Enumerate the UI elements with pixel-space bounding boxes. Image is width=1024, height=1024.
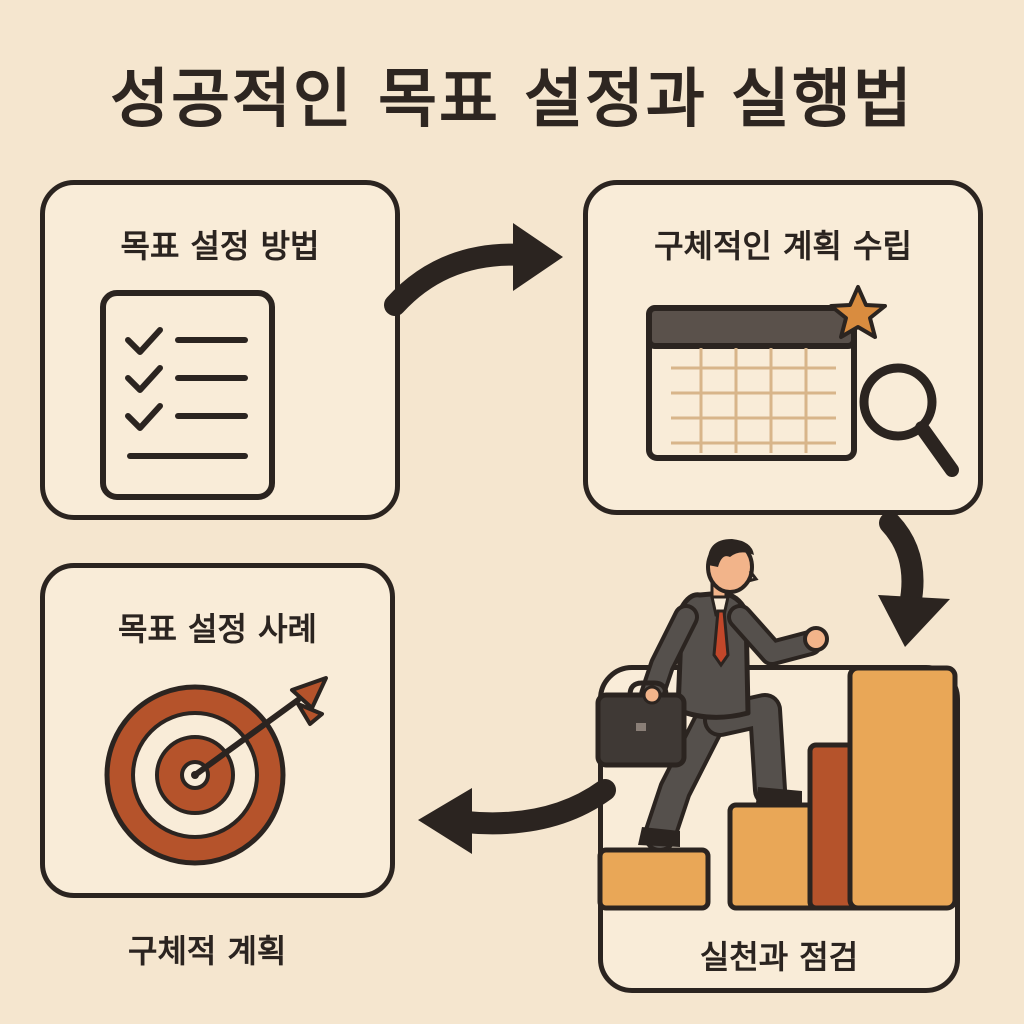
calendar-icon xyxy=(646,285,887,461)
target-arrow-icon xyxy=(104,676,328,866)
businessman-icon xyxy=(595,539,829,852)
step-label-concrete-plan: 구체적인 계획 수립 xyxy=(654,227,912,265)
step-card-concrete-plan: 구체적인 계획 수립 xyxy=(583,180,983,515)
flow-arrow-left xyxy=(418,779,616,854)
stair-step-4 xyxy=(847,665,958,911)
magnifier-icon xyxy=(859,363,959,477)
star-icon xyxy=(829,285,887,339)
flow-arrow-right xyxy=(384,223,563,316)
caption-concrete-plan: 구체적 계획 xyxy=(128,932,287,970)
step-label-practice-review: 실천과 점검 xyxy=(699,938,859,976)
checklist-icon xyxy=(100,290,275,500)
flow-arrow-down xyxy=(878,512,950,647)
step-label-goal-examples: 목표 설정 사례 xyxy=(118,610,317,648)
stair-step-1 xyxy=(597,847,711,911)
page-title: 성공적인 목표 설정과 실행법 xyxy=(110,63,914,137)
step-label-goal-method: 목표 설정 방법 xyxy=(120,227,320,265)
step-card-goal-method: 목표 설정 방법 xyxy=(40,180,400,520)
step-card-goal-examples: 목표 설정 사례 xyxy=(40,563,395,898)
